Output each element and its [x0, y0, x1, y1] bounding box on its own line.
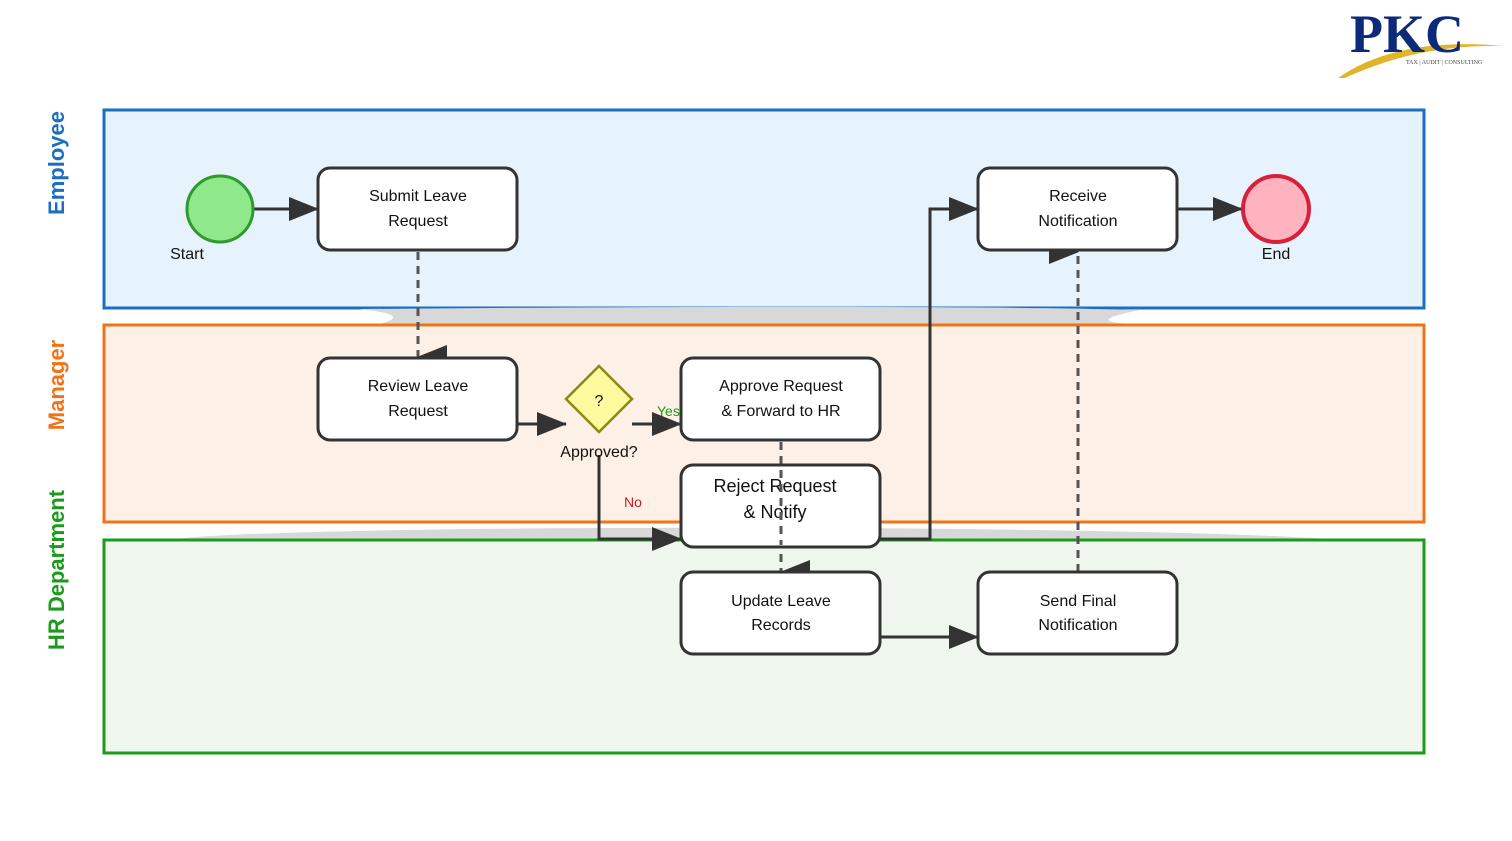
start-event: Start: [170, 174, 255, 263]
task-submit-line2: Request: [388, 213, 448, 230]
task-receive-notification: Receive Notification: [976, 166, 1179, 252]
gateway-approved: ? Approved?: [560, 364, 638, 461]
gateway-diamond: [564, 364, 634, 434]
task-update-line2: Records: [751, 617, 811, 634]
task-send-final-notification: Send Final Notification: [976, 570, 1179, 656]
task-update-leave-records: Update Leave Records: [679, 570, 882, 656]
gateway-label: Approved?: [560, 444, 637, 461]
task-approve-request: Approve Request & Forward to HR: [679, 356, 882, 442]
end-event-circle: [1241, 174, 1311, 244]
task-receive-line1: Receive: [1049, 188, 1107, 205]
flow-reject-to-receive: [880, 197, 979, 541]
branch-no-label: No: [624, 494, 642, 510]
lane-hr-label: HR Department: [44, 489, 69, 650]
task-review-line1: Review Leave: [368, 378, 469, 395]
task-reject-line2: & Notify: [743, 502, 806, 522]
task-update-line1: Update Leave: [731, 593, 831, 610]
task-reject-request: Reject Request & Notify: [679, 463, 882, 549]
end-event: End: [1241, 174, 1311, 263]
flow-gateway-to-reject: [597, 455, 682, 551]
lane-manager-label: Manager: [44, 339, 69, 430]
logo-name: PKC: [1350, 4, 1464, 64]
task-review-line2: Request: [388, 403, 448, 420]
task-receive-line2: Notification: [1038, 213, 1117, 230]
task-reject-line1: Reject Request: [713, 476, 836, 496]
task-send-line2: Notification: [1038, 617, 1117, 634]
logo-tagline: TAX | AUDIT | CONSULTING: [1406, 60, 1483, 66]
company-logo: PKC TAX | AUDIT | CONSULTING: [1338, 4, 1503, 78]
gateway-symbol: ?: [595, 393, 604, 410]
task-review-leave-request: Review Leave Request: [316, 356, 519, 442]
task-send-line1: Send Final: [1040, 593, 1117, 610]
lane-gap-shadow: [360, 306, 1140, 324]
branch-yes-label: Yes: [657, 403, 680, 419]
task-approve-line2: & Forward to HR: [721, 403, 840, 420]
start-event-circle: [185, 174, 255, 244]
logo-swoosh-icon: [1338, 44, 1503, 78]
end-event-label: End: [1262, 246, 1290, 263]
start-event-label: Start: [170, 246, 204, 263]
task-approve-line1: Approve Request: [719, 378, 843, 395]
task-submit-line1: Submit Leave: [369, 188, 467, 205]
lane-employee-label: Employee: [44, 111, 69, 215]
task-submit-leave-request: Submit Leave Request: [316, 166, 519, 252]
